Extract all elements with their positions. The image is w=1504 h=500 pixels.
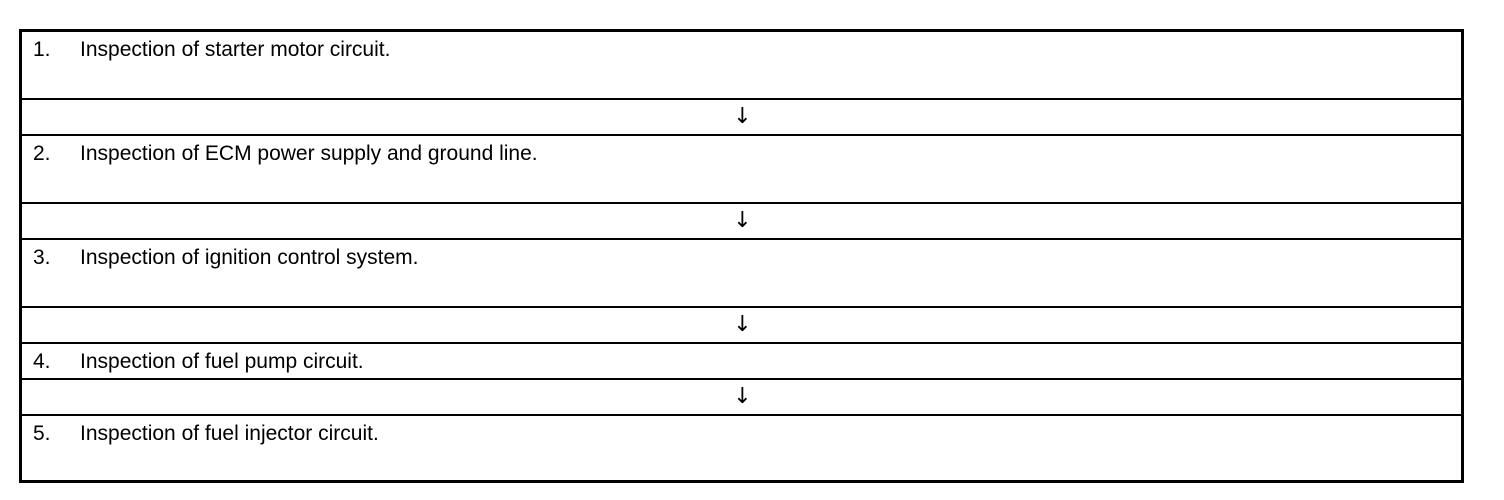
flow-connector: ↓ [22, 100, 1461, 136]
flow-connector: ↓ [22, 380, 1461, 416]
step-text: Inspection of ignition control system. [80, 246, 419, 269]
step-number: 2. [33, 142, 51, 165]
inspection-flowchart: 1. Inspection of starter motor circuit. … [19, 29, 1464, 483]
flow-step-5: 5. Inspection of fuel injector circuit. [22, 416, 1461, 480]
step-number: 1. [33, 38, 51, 61]
step-number: 3. [33, 246, 51, 269]
flow-step-1: 1. Inspection of starter motor circuit. [22, 32, 1461, 100]
step-text: Inspection of fuel injector circuit. [80, 422, 379, 445]
flow-step-3: 3. Inspection of ignition control system… [22, 240, 1461, 308]
flow-connector: ↓ [22, 308, 1461, 344]
arrow-down-icon: ↓ [733, 384, 752, 409]
flow-step-2: 2. Inspection of ECM power supply and gr… [22, 136, 1461, 204]
arrow-down-icon: ↓ [733, 312, 752, 337]
step-number: 5. [33, 422, 51, 445]
step-number: 4. [33, 350, 51, 373]
arrow-down-icon: ↓ [733, 104, 752, 129]
flow-connector: ↓ [22, 204, 1461, 240]
step-text: Inspection of fuel pump circuit. [80, 350, 364, 373]
step-text: Inspection of ECM power supply and groun… [80, 142, 538, 165]
step-text: Inspection of starter motor circuit. [80, 38, 391, 61]
flow-step-4: 4. Inspection of fuel pump circuit. [22, 344, 1461, 380]
arrow-down-icon: ↓ [733, 208, 752, 233]
